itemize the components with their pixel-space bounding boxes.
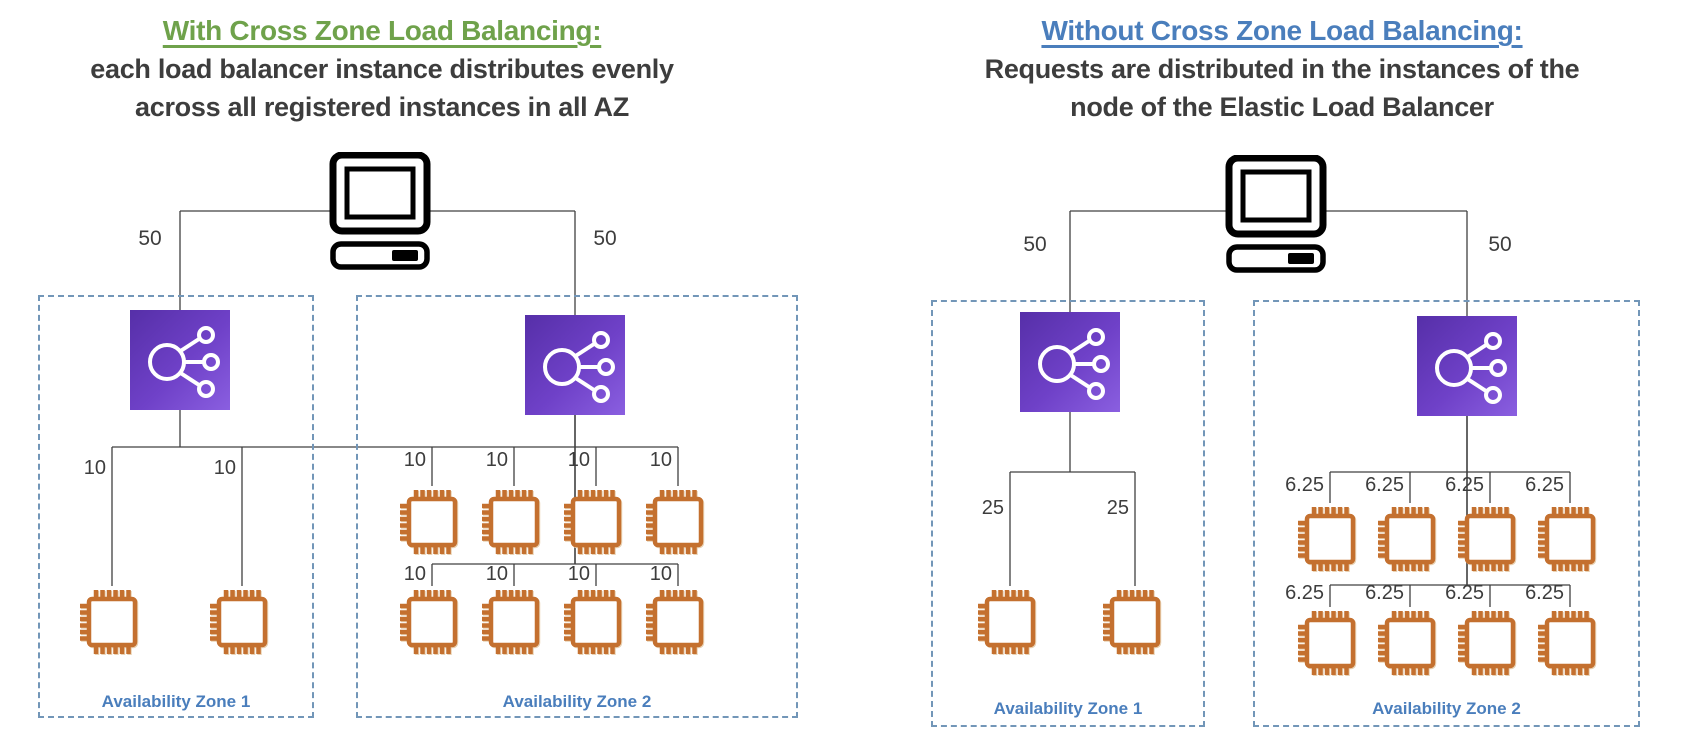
- traffic-label-50: 50: [138, 227, 162, 250]
- traffic-label-50: 50: [593, 227, 617, 250]
- ec2-instance-chip-icon: [1374, 503, 1446, 575]
- traffic-label: 10: [485, 563, 508, 585]
- ec2-instance-chip-icon: [642, 486, 714, 558]
- left-title: With Cross Zone Load Balancing:: [162, 15, 602, 46]
- traffic-label: 10: [567, 449, 590, 471]
- ec2-instance-chip-icon: [396, 486, 468, 558]
- ec2-instance-chip-icon: [396, 586, 468, 658]
- az2-box-right: [1253, 300, 1640, 727]
- elastic-load-balancer-icon: [130, 310, 230, 410]
- traffic-label: 10: [403, 563, 426, 585]
- ec2-instance-chip-icon: [974, 586, 1046, 658]
- traffic-label: 10: [403, 449, 426, 471]
- traffic-label: 10: [213, 457, 236, 479]
- traffic-label: 6.25: [1285, 582, 1324, 604]
- ec2-instance-chip-icon: [560, 586, 632, 658]
- traffic-label: 6.25: [1445, 582, 1484, 604]
- az1-box-left: [38, 295, 314, 718]
- ec2-instance-chip-icon: [1534, 503, 1606, 575]
- left-subtitle-line2: across all registered instances in all A…: [135, 92, 629, 122]
- traffic-label-50: 50: [1023, 233, 1047, 256]
- az2-label-right: Availability Zone 2: [1372, 699, 1521, 718]
- ec2-instance-chip-icon: [1454, 607, 1526, 679]
- ec2-instance-chip-icon: [1454, 503, 1526, 575]
- ec2-instance-chip-icon: [478, 486, 550, 558]
- traffic-label: 10: [649, 563, 672, 585]
- right-title-block: Without Cross Zone Load Balancing: Reque…: [920, 12, 1644, 126]
- elastic-load-balancer-icon: [525, 315, 625, 415]
- az2-box-left: [356, 295, 798, 718]
- ec2-instance-chip-icon: [1534, 607, 1606, 679]
- ec2-instance-chip-icon: [1374, 607, 1446, 679]
- traffic-label: 6.25: [1365, 582, 1404, 604]
- traffic-label: 10: [83, 457, 106, 479]
- ec2-instance-chip-icon: [642, 586, 714, 658]
- ec2-instance-chip-icon: [206, 586, 278, 658]
- traffic-label: 6.25: [1445, 474, 1484, 496]
- ec2-instance-chip-icon: [1294, 607, 1366, 679]
- traffic-label: 10: [649, 449, 672, 471]
- traffic-label: 6.25: [1525, 474, 1564, 496]
- traffic-label: 6.25: [1285, 474, 1324, 496]
- right-title: Without Cross Zone Load Balancing:: [1041, 15, 1523, 46]
- left-title-block: With Cross Zone Load Balancing: each loa…: [20, 12, 744, 126]
- az2-label-left: Availability Zone 2: [502, 692, 652, 711]
- az1-label-right: Availability Zone 1: [993, 699, 1143, 718]
- right-subtitle-line1: Requests are distributed in the instance…: [984, 54, 1580, 84]
- traffic-label: 10: [567, 563, 590, 585]
- client-computer-icon: [320, 152, 440, 270]
- traffic-label: 10: [485, 449, 508, 471]
- az1-box-right: [931, 300, 1205, 727]
- ec2-instance-chip-icon: [1294, 503, 1366, 575]
- ec2-instance-chip-icon: [560, 486, 632, 558]
- traffic-label: 6.25: [1525, 582, 1564, 604]
- client-computer-icon: [1216, 155, 1336, 273]
- traffic-label-50: 50: [1488, 233, 1512, 256]
- traffic-label: 6.25: [1365, 474, 1404, 496]
- ec2-instance-chip-icon: [1099, 586, 1171, 658]
- ec2-instance-chip-icon: [76, 586, 148, 658]
- traffic-label: 25: [1106, 497, 1129, 519]
- left-subtitle-line1: each load balancer instance distributes …: [90, 54, 674, 84]
- traffic-label: 25: [981, 497, 1004, 519]
- elastic-load-balancer-icon: [1417, 316, 1517, 416]
- elastic-load-balancer-icon: [1020, 312, 1120, 412]
- right-subtitle-line2: node of the Elastic Load Balancer: [1070, 92, 1494, 122]
- az1-label-left: Availability Zone 1: [101, 692, 251, 711]
- ec2-instance-chip-icon: [478, 586, 550, 658]
